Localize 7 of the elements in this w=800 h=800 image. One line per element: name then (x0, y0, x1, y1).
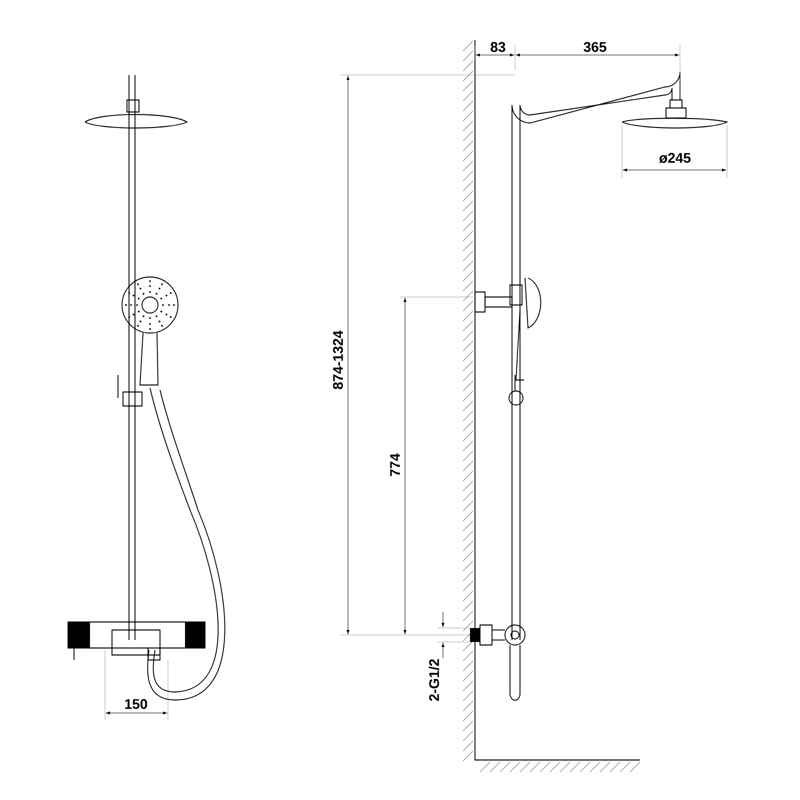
dimension-label: 774 (390, 453, 400, 476)
dimension-label: 83 (490, 42, 506, 52)
dimension-label: 150 (125, 699, 148, 709)
dimension-label: 2-G1/2 (428, 659, 440, 701)
dimension-label: ø245 (659, 152, 691, 164)
dimension-label: 874-1324 (333, 330, 343, 390)
dimension-label: 365 (584, 42, 606, 52)
